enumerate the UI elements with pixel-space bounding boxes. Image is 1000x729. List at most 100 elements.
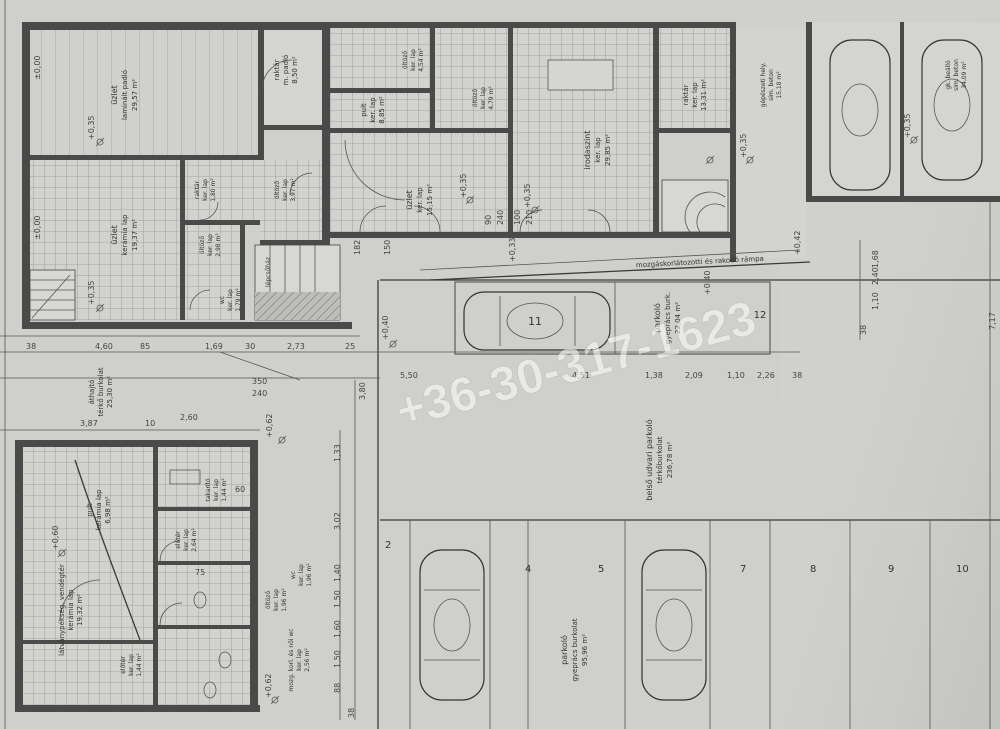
dimension: 2,40	[871, 267, 880, 285]
room-storage-b	[158, 447, 250, 507]
room-labels: üzlet laminált padló 29,57 m² raktár m. …	[58, 48, 968, 692]
room-name-dressing-b: öltöző	[265, 591, 272, 610]
room-floor-technical: sim. beton	[768, 69, 775, 101]
room-floor-storage-l: ker. lap	[202, 179, 209, 201]
dimension: 38	[347, 708, 356, 718]
room-area-counter-top: 8,85 m²	[378, 96, 386, 124]
room-name-anteroom-l: öltöző	[199, 236, 206, 255]
dimension: 240	[496, 210, 505, 225]
room-floor-bakery: kerámia lap	[67, 589, 75, 631]
room-area-dressing-top2: 4,79 m²	[488, 86, 495, 110]
dimension: 1,69	[205, 342, 223, 351]
level-value: +0,60	[51, 525, 60, 550]
room-name-office: irodaszint	[583, 130, 592, 169]
room-name-dressing-l: öltöző	[274, 181, 281, 200]
room-area-counter-bottom: 6,98 m²	[104, 496, 112, 524]
stall-number: 10	[956, 564, 969, 575]
room-name-dressing-top2: öltöző	[472, 89, 479, 108]
dimension: 1,33	[333, 444, 342, 462]
level-value: ±0,00	[33, 215, 42, 240]
room-technical	[736, 28, 806, 258]
room-name-anteroom-b2: előtér	[175, 531, 182, 549]
room-area-dressing-top: 4,54 m²	[418, 48, 425, 72]
dimension: 38	[792, 371, 802, 380]
room-counter-top	[330, 93, 430, 128]
level-value: +0,62	[264, 673, 273, 698]
dimension: 350	[252, 377, 267, 386]
dimension: 75	[195, 568, 205, 577]
room-name-counter-bottom: pult	[86, 503, 94, 517]
room-floor-storage-r: ker. lap	[691, 82, 699, 108]
room-floor-shop-l: kerámia lap	[121, 214, 129, 256]
level-value: +0,35	[903, 113, 912, 138]
room-name-garage: gk. beálló	[945, 60, 952, 90]
room-floor-dressing-top2: ker. lap	[480, 87, 487, 109]
parking-bottom-area: 95,96 m²	[581, 634, 589, 666]
room-floor-dressing-l: ker. lap	[282, 179, 289, 201]
dimension: 2,60	[180, 413, 198, 422]
room-name-shop-mid: üzlet	[405, 190, 414, 210]
room-storage-tl	[264, 30, 322, 125]
room-name-wc-b: wc	[290, 571, 297, 579]
dimension: 10	[145, 419, 155, 428]
dimension: 7,17	[988, 312, 997, 330]
room-floor-anteroom-b2: ker. lap	[183, 529, 190, 551]
dimension: 2,73	[287, 342, 305, 351]
dimension: 4,51	[572, 371, 590, 380]
room-name-wc-l: wc	[219, 296, 226, 304]
dimension: 38	[26, 342, 36, 351]
level-value: +0,35	[739, 133, 748, 158]
room-office	[513, 28, 653, 232]
room-floor-office: ker. lap	[594, 137, 602, 163]
parking-bottom-name: parkoló	[559, 635, 569, 665]
room-name-counter-top: pult	[360, 103, 368, 117]
level-value: +0,33	[508, 237, 517, 262]
room-wc-b	[158, 565, 250, 625]
room-area-technical: 15,18 m²	[776, 71, 783, 99]
car-garage-1	[829, 39, 891, 191]
building-bottom	[15, 440, 260, 712]
room-area-storage-b: 1,44 m²	[221, 478, 228, 502]
level-value: +0,35	[87, 115, 96, 140]
room-name-storage-l: raktár	[194, 180, 201, 199]
room-small-2	[185, 225, 240, 320]
stall-number: 5	[598, 564, 604, 575]
level-value: +0,40	[381, 315, 390, 340]
room-floor-shop-mid: ker. lap	[416, 187, 424, 213]
room-floor-anteroom-l: ker. lap	[207, 234, 214, 256]
room-area-wc-l: 1,79 m²	[235, 288, 242, 312]
yard-floor: térkőburkolat	[655, 436, 664, 483]
car-garage-2	[921, 39, 983, 181]
dimension: 1,60	[333, 620, 342, 638]
level-value: +0,35	[523, 183, 532, 208]
dimension: 5,50	[400, 371, 418, 380]
room-area-anteroom-l: 2,98 m²	[215, 233, 222, 257]
dimension: 85	[140, 342, 150, 351]
level-value: +0,42	[793, 230, 802, 255]
room-area-storage-l: 1,80 m²	[210, 178, 217, 202]
car-bottom-mid	[641, 549, 707, 701]
room-floor-garage: sim. beton	[953, 59, 960, 91]
room-name-stair-l: lépcsőház	[265, 257, 272, 287]
room-name-disabled-wc: mozg. korl. és női wc	[288, 628, 295, 691]
room-floor-wc-l: ker. lap	[227, 289, 234, 311]
room-name-shop-tl: üzlet	[110, 85, 119, 105]
dimension: 100	[513, 210, 522, 225]
level-markers	[57, 135, 919, 705]
dimension: 1,50	[333, 590, 342, 608]
room-area-storage-tl: 8,50 m²	[291, 56, 299, 84]
parking-grid	[377, 249, 1000, 729]
room-area-disabled-wc: 2,56 m²	[304, 648, 311, 672]
dimension: 1,40	[333, 564, 342, 582]
room-area-shop-mid: 15,15 m²	[426, 184, 434, 216]
dimension: 60	[235, 485, 245, 494]
parking-bottom-floor: gyeprács burkolat	[571, 618, 579, 681]
parking-labels: 11 parkoló gyeprács burk. 22,04 m² 12 be…	[385, 292, 969, 682]
room-disabled-wc	[158, 629, 250, 705]
level-value: +0,35	[87, 280, 96, 305]
dimension: 2,09	[685, 371, 703, 380]
room-dressing-top	[435, 28, 510, 128]
room-name-bakery: látványpékség, vendégtér	[58, 564, 66, 656]
